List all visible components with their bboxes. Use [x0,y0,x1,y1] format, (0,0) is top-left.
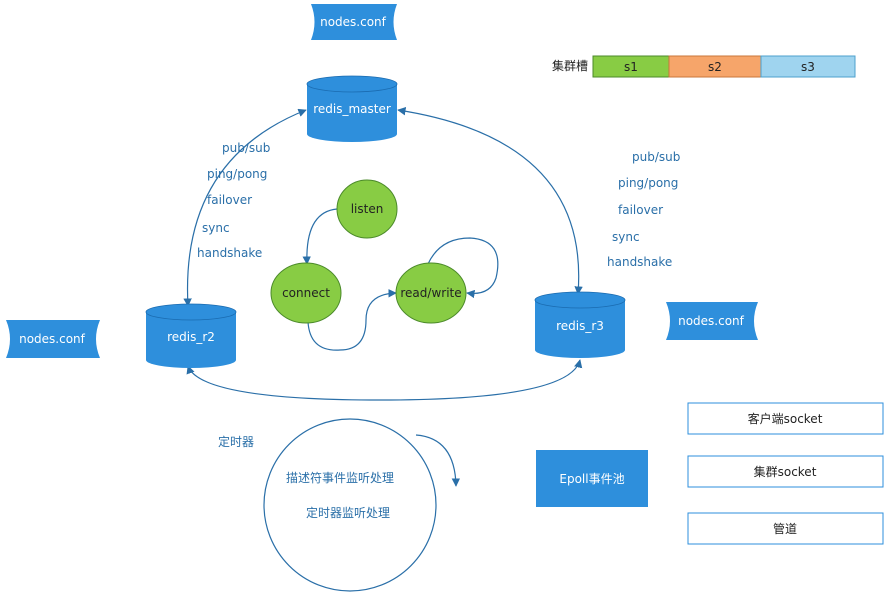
redis-master-label: redis_master [313,102,391,116]
socket-cluster: 集群socket [687,455,884,488]
edge-r2-r3 [186,359,583,401]
redis-r3-node: redis_r3 [534,291,626,358]
socket-cluster-label: 集群socket [754,464,817,479]
edge-timer-arrow [415,434,461,487]
left-message-pingpong: ping/pong [207,167,267,181]
right-message-sync: sync [612,230,640,244]
right-message-pingpong: ping/pong [618,176,678,190]
left-message-list: pub/sub ping/pong failover sync handshak… [197,141,270,260]
epoll-pool: Epoll事件池 [536,450,648,507]
redis-master-node: redis_master [306,75,398,142]
right-message-list: pub/sub ping/pong failover sync handshak… [607,150,680,269]
state-listen: listen [336,179,398,239]
left-message-handshake: handshake [197,246,262,260]
epoll-pool-label: Epoll事件池 [559,472,624,486]
event-loop-line2: 定时器监听处理 [306,505,390,520]
edge-master-r3 [397,107,583,295]
nodes-conf-top: nodes.conf [311,4,397,40]
slot-s1-label: s1 [624,60,638,74]
slot-bar-label: 集群槽 [552,58,588,73]
redis-r2-node: redis_r2 [145,303,237,368]
edge-listen-connect [302,208,338,265]
right-message-pubsub: pub/sub [632,150,680,164]
state-connect-label: connect [282,286,330,300]
slot-s3 [760,55,856,78]
event-loop-circle: 描述符事件监听处理 定时器监听处理 [263,418,437,592]
state-readwrite: read/write [395,262,467,324]
state-listen-label: listen [351,202,384,216]
slot-s2-label: s2 [708,60,722,74]
edge-connect-readwrite [307,289,397,351]
right-message-handshake: handshake [607,255,672,269]
slot-bar: s1 s2 s3 [592,55,856,78]
nodes-conf-top-label: nodes.conf [320,15,387,29]
left-message-failover: failover [207,193,252,207]
left-message-sync: sync [202,221,230,235]
timer-label: 定时器 [218,434,254,449]
state-readwrite-label: read/write [400,286,461,300]
socket-pipe-label: 管道 [773,521,797,536]
nodes-conf-left: nodes.conf [6,320,100,358]
socket-pipe: 管道 [687,512,884,545]
edge-readwrite-loop [427,237,499,299]
nodes-conf-right-label: nodes.conf [678,314,745,328]
socket-client: 客户端socket [687,402,884,435]
nodes-conf-left-label: nodes.conf [19,332,86,346]
left-message-pubsub: pub/sub [222,141,270,155]
state-connect: connect [270,262,342,324]
redis-r3-label: redis_r3 [556,319,604,333]
socket-client-label: 客户端socket [748,411,823,426]
right-message-failover: failover [618,203,663,217]
event-loop-line1: 描述符事件监听处理 [286,470,394,485]
redis-r2-label: redis_r2 [167,330,215,344]
nodes-conf-right: nodes.conf [666,302,758,340]
slot-s3-label: s3 [801,60,815,74]
edge-master-r2 [183,108,307,307]
